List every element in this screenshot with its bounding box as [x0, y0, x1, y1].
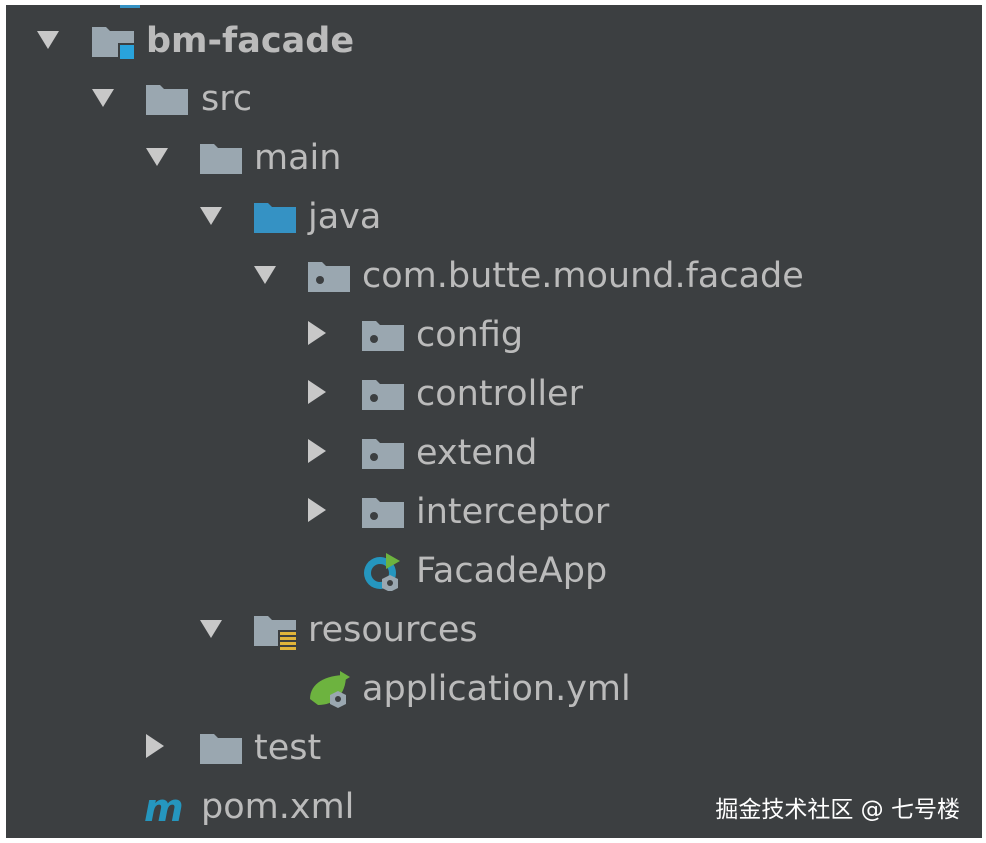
resources-folder-icon	[254, 616, 298, 650]
tree-node-label: main	[254, 138, 342, 178]
tree-node-label: bm-facade	[146, 21, 355, 61]
folder-icon	[200, 144, 242, 174]
tree-node-config[interactable]: config	[6, 309, 982, 367]
tree-node-label: test	[254, 728, 322, 768]
source-root-folder-icon	[254, 203, 296, 233]
tree-node-pom-xml[interactable]: m pom.xml	[6, 781, 982, 838]
expand-arrow-right-icon[interactable]	[304, 496, 330, 524]
expand-arrow-right-icon[interactable]	[304, 437, 330, 465]
tree-node-label: interceptor	[416, 492, 610, 532]
maven-icon: m	[144, 787, 184, 827]
tree-node-label: java	[308, 197, 382, 237]
scroll-indicator	[120, 5, 140, 8]
tree-node-label: com.butte.mound.facade	[362, 256, 804, 296]
folder-icon	[146, 85, 188, 115]
tree-node-label: config	[416, 315, 524, 355]
expand-arrow-right-icon[interactable]	[304, 319, 330, 347]
tree-node-label: resources	[308, 610, 478, 650]
expand-arrow-down-icon[interactable]	[252, 260, 278, 288]
tree-node-facadeapp[interactable]: FacadeApp	[6, 545, 982, 603]
tree-node-test[interactable]: test	[6, 722, 982, 780]
folder-icon	[200, 734, 242, 764]
expand-arrow-down-icon[interactable]	[198, 614, 224, 642]
tree-node-extend[interactable]: extend	[6, 427, 982, 485]
project-tree-panel: bm-facade src main java	[6, 5, 982, 838]
tree-node-label: controller	[416, 374, 583, 414]
tree-node-label: application.yml	[362, 669, 631, 709]
package-icon	[308, 262, 350, 292]
tree-node-interceptor[interactable]: interceptor	[6, 486, 982, 544]
tree-node-label: extend	[416, 433, 538, 473]
tree-node-resources[interactable]: resources	[6, 604, 982, 662]
package-icon	[362, 439, 404, 469]
tree-node-main[interactable]: main	[6, 132, 982, 190]
expand-arrow-down-icon[interactable]	[35, 25, 61, 53]
expand-arrow-right-icon[interactable]	[142, 732, 168, 760]
tree-node-bm-facade[interactable]: bm-facade	[6, 15, 982, 73]
expand-arrow-down-icon[interactable]	[144, 142, 170, 170]
tree-node-controller[interactable]: controller	[6, 368, 982, 426]
tree-node-package-root[interactable]: com.butte.mound.facade	[6, 250, 982, 308]
watermark: 掘金技术社区 @ 七号楼	[715, 797, 960, 823]
svg-text:m: m	[144, 787, 184, 827]
package-icon	[362, 498, 404, 528]
spring-config-icon	[310, 671, 350, 708]
tree-node-label: src	[201, 79, 253, 119]
expand-arrow-down-icon[interactable]	[198, 201, 224, 229]
tree-node-application-yml[interactable]: application.yml	[6, 663, 982, 721]
tree-node-java[interactable]: java	[6, 191, 982, 249]
package-icon	[362, 321, 404, 351]
expand-arrow-right-icon[interactable]	[304, 378, 330, 406]
module-folder-icon	[92, 27, 136, 61]
package-icon	[362, 380, 404, 410]
tree-node-src[interactable]: src	[6, 73, 982, 131]
spring-boot-app-icon	[364, 553, 400, 591]
tree-node-label: FacadeApp	[416, 551, 608, 591]
tree-node-label: pom.xml	[201, 787, 355, 827]
expand-arrow-down-icon[interactable]	[90, 83, 116, 111]
